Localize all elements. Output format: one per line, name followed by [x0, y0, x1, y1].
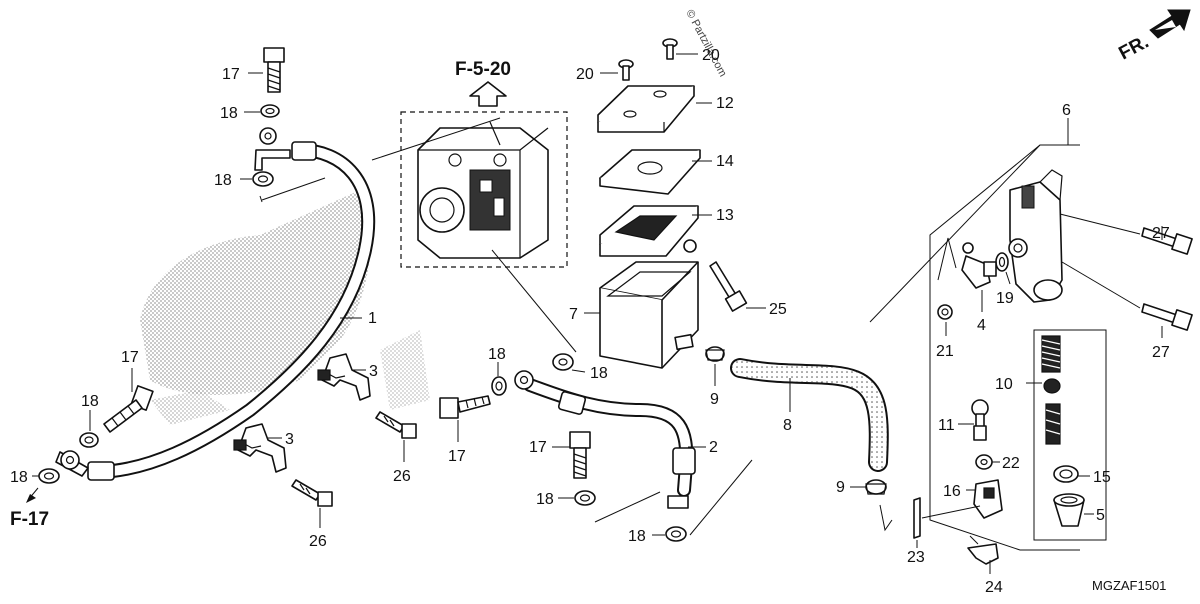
callout-26-lower: 26 [309, 533, 327, 550]
callout-2: 2 [709, 439, 718, 456]
screw-20-right [662, 38, 678, 60]
callout-24: 24 [985, 579, 1003, 596]
reservoir-7 [599, 239, 699, 369]
callout-18-left: 18 [81, 393, 99, 410]
callout-18-lower: 18 [536, 491, 554, 508]
abs-modulator-box [400, 111, 568, 268]
callout-17-top: 17 [222, 66, 240, 83]
reference-arrow-icon [469, 81, 507, 107]
callout-25: 25 [769, 301, 787, 318]
callout-6: 6 [1062, 102, 1071, 119]
brake-hose-2 [514, 370, 696, 509]
callout-15: 15 [1093, 469, 1111, 486]
callout-18-upper-left: 18 [214, 172, 232, 189]
clip-9-lower [865, 479, 887, 495]
callout-18-middle: 18 [488, 346, 506, 363]
callout-17-lower: 17 [529, 439, 547, 456]
brake-hose-1 [55, 127, 376, 481]
reference-label-top: F-5-20 [455, 59, 511, 80]
callout-20-left: 20 [576, 66, 594, 83]
callout-9-lower: 9 [836, 479, 845, 496]
front-arrow-icon [1149, 9, 1191, 39]
clip-24 [967, 543, 999, 565]
callout-21: 21 [936, 343, 954, 360]
piston-kit-frame [1033, 329, 1107, 541]
bolt-17-middle [439, 395, 491, 419]
washer-18-bottom [665, 526, 687, 542]
callout-11: 11 [938, 417, 955, 434]
callout-17-left: 17 [121, 349, 139, 366]
chassis-ghost-shading [140, 190, 430, 425]
callout-16: 16 [943, 483, 961, 500]
reference-label-left: F-17 [10, 509, 49, 530]
nut-22 [975, 454, 993, 470]
callout-27-upper: 27 [1152, 225, 1170, 242]
screw-20-left [618, 59, 634, 81]
callout-17-middle: 17 [448, 448, 466, 465]
diagram-code: MGZAF1501 [1092, 578, 1166, 593]
washer-18-abs [552, 353, 574, 371]
callout-7: 7 [569, 306, 578, 323]
diaphragm-13 [599, 205, 699, 257]
washer-18-left [79, 432, 99, 448]
callout-3-upper: 3 [369, 363, 378, 380]
clamp-3-lower [233, 423, 287, 473]
callout-9-upper: 9 [710, 391, 719, 408]
callout-22: 22 [1002, 455, 1020, 472]
boot-5 [1053, 493, 1085, 527]
bolt-27-upper [1141, 227, 1193, 255]
front-marker-label: FR. [1115, 32, 1152, 65]
plate-14 [599, 149, 701, 195]
bolt-25 [709, 261, 748, 312]
callout-numbers: 1 2 3 3 4 5 6 7 8 9 9 10 11 12 13 14 15 … [10, 47, 1170, 596]
bolt-27-lower [1141, 303, 1193, 331]
callout-18-bottom-left: 18 [10, 469, 28, 486]
bolt-26-lower [291, 479, 333, 507]
washer-18-bottom-left [38, 468, 60, 484]
callout-13: 13 [716, 207, 734, 224]
bolt-26-upper [375, 411, 417, 439]
callout-18-top: 18 [220, 105, 238, 122]
abs-modulator [417, 121, 549, 259]
callout-5: 5 [1096, 507, 1105, 524]
oring-19 [995, 252, 1009, 272]
joint-4 [961, 242, 997, 289]
washer-18-top [260, 104, 280, 118]
bolt-17-lower [569, 431, 591, 479]
piston-kit-10 [1041, 335, 1061, 445]
bolt-17-top [263, 47, 285, 93]
callout-26-upper: 26 [393, 468, 411, 485]
callout-27-lower: 27 [1152, 344, 1170, 361]
callout-1: 1 [368, 310, 377, 327]
bolt-17-left [103, 385, 154, 433]
callout-19: 19 [996, 290, 1014, 307]
oring-15 [1053, 465, 1079, 483]
callout-14: 14 [716, 153, 734, 170]
watermark: © Partzilla.com [683, 8, 728, 79]
washer-18-upper-left [252, 171, 274, 187]
reservoir-cap-12 [597, 85, 695, 133]
callout-10: 10 [995, 376, 1013, 393]
callout-3-lower: 3 [285, 431, 294, 448]
callout-8: 8 [783, 417, 792, 434]
clip-9-upper [705, 346, 725, 362]
reservoir-hose-8 [730, 358, 889, 472]
bleeder-11 [971, 399, 989, 441]
master-cylinder-6 [1008, 169, 1063, 303]
callout-4: 4 [977, 317, 986, 334]
washer-18-lower [574, 490, 596, 506]
pin-23 [913, 497, 921, 539]
callout-18-abs: 18 [590, 365, 608, 382]
joint-16 [973, 479, 1003, 519]
clamp-3-upper [317, 353, 371, 401]
callout-12: 12 [716, 95, 734, 112]
oring-21 [937, 304, 953, 320]
callout-18-bottom: 18 [628, 528, 646, 545]
callout-20-right: 20 [702, 47, 720, 64]
callout-23: 23 [907, 549, 925, 566]
washer-18-middle [491, 376, 507, 396]
